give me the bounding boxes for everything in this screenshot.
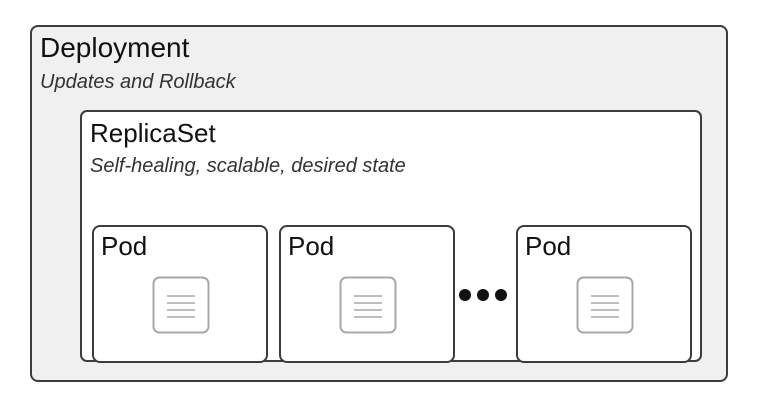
pod-label: Pod (288, 231, 335, 261)
ellipsis-icon (459, 289, 507, 301)
document-icon (576, 276, 634, 334)
document-icon (152, 276, 210, 334)
document-icon (339, 276, 397, 334)
pod-box-2: Pod (279, 225, 455, 363)
replicaset-title: ReplicaSet (90, 118, 216, 148)
deployment-subtitle: Updates and Rollback (40, 71, 236, 93)
pod-box-1: Pod (92, 225, 268, 363)
replicaset-subtitle: Self-healing, scalable, desired state (90, 155, 406, 177)
pod-box-3: Pod (516, 225, 692, 363)
pod-label: Pod (101, 231, 148, 261)
pod-label: Pod (525, 231, 572, 261)
deployment-box: Deployment Updates and Rollback ReplicaS… (30, 25, 728, 382)
deployment-title: Deployment (40, 32, 190, 63)
replicaset-box: ReplicaSet Self-healing, scalable, desir… (80, 110, 702, 363)
